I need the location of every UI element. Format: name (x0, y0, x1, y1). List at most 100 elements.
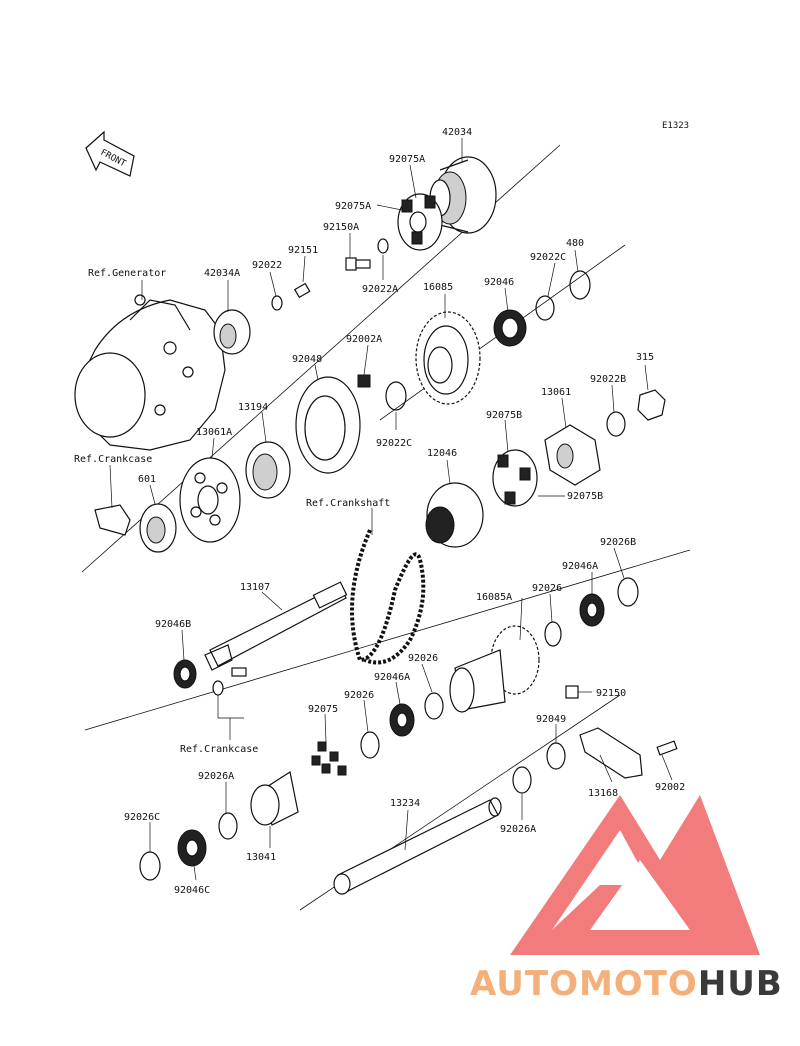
label-92022: 92022 (252, 260, 282, 271)
part-92026-washer-2 (424, 692, 444, 720)
part-13107-shaft (204, 581, 348, 671)
lower-axis-line (84, 549, 691, 731)
label-92026A-2: 92026A (198, 771, 234, 782)
part-92046A-bearing-1 (579, 593, 605, 627)
label-92151: 92151 (288, 245, 318, 256)
label-ref-crankcase: Ref.Crankcase (74, 454, 152, 465)
label-13234: 13234 (390, 798, 420, 809)
part-92046-bearing (493, 309, 527, 347)
label-92075A: 92075A (335, 201, 371, 212)
part-92075B-damper (492, 449, 538, 507)
label-12046: 12046 (427, 448, 457, 459)
label-92046: 92046 (484, 277, 514, 288)
label-92002: 92002 (655, 782, 685, 793)
part-601-bearing (139, 503, 177, 553)
part-92002-bolt (656, 740, 678, 756)
part-labels: 42034 92075A 92075A 92150A 92022A 92022C… (74, 127, 685, 896)
generator-cover (74, 294, 226, 451)
part-92075A-damper (397, 193, 443, 251)
label-92002A: 92002A (346, 334, 382, 345)
part-92026C-washer (139, 851, 161, 881)
part-92026-washer-1 (544, 621, 562, 647)
part-13061-hub (544, 424, 601, 486)
label-92075B-2: 92075B (567, 491, 603, 502)
label-92026-2: 92026 (408, 653, 438, 664)
label-ref-crankcase-2: Ref.Crankcase (180, 744, 258, 755)
part-92075-damper (311, 741, 347, 776)
part-315-nut (637, 389, 666, 421)
front-arrow-icon: FRONT (85, 130, 135, 177)
leader-lines (109, 138, 673, 881)
label-92046A-2: 92046A (374, 672, 410, 683)
part-92022-washer (271, 295, 283, 311)
part-13234-shaft (333, 797, 502, 895)
part-92048-plate (295, 376, 361, 474)
part-13168-lever (579, 727, 643, 779)
part-92151-bolt (293, 282, 311, 299)
label-13194: 13194 (238, 402, 268, 413)
ref-crankcase-bracket (217, 695, 244, 740)
label-92022A: 92022A (362, 284, 398, 295)
part-92049-seal (546, 742, 566, 770)
label-92022C: 92022C (530, 252, 566, 263)
label-92046C: 92046C (174, 885, 210, 896)
part-92026A-washer-2 (512, 766, 532, 794)
part-92150A-bolt (345, 257, 371, 271)
label-13041: 13041 (246, 852, 276, 863)
label-480: 480 (566, 238, 584, 249)
part-13061A-hub (179, 457, 241, 543)
label-92046B: 92046B (155, 619, 191, 630)
label-16085: 16085 (423, 282, 453, 293)
part-480-circlip (569, 270, 591, 300)
label-92026A: 92026A (500, 824, 536, 835)
label-92022B: 92022B (590, 374, 626, 385)
label-92150: 92150 (596, 688, 626, 699)
crankcase-ref-piece (94, 504, 131, 536)
part-42034A-gear (213, 309, 251, 355)
label-92075: 92075 (308, 704, 338, 715)
label-13107: 13107 (240, 582, 270, 593)
label-92049: 92049 (536, 714, 566, 725)
part-92022C-washer-2 (385, 381, 407, 411)
label-92046A: 92046A (562, 561, 598, 572)
part-42034 (429, 156, 497, 234)
part-92150-bolt (565, 685, 579, 699)
part-13041-hub (250, 771, 299, 826)
part-13194-bearing (245, 441, 291, 499)
watermark-text-part2: HUB (698, 964, 783, 1004)
label-92026-3: 92026 (344, 690, 374, 701)
part-92046A-bearing-2 (389, 703, 415, 737)
part-92022A-washer (377, 238, 389, 254)
label-601: 601 (138, 474, 156, 485)
watermark-m-icon (510, 795, 760, 955)
part-92026-washer-3 (360, 731, 380, 759)
crankcase-bolt (231, 667, 247, 677)
label-92075A: 92075A (389, 154, 425, 165)
label-42034A: 42034A (204, 268, 240, 279)
label-92026C: 92026C (124, 812, 160, 823)
watermark-text: AUTOMOTOHUB (470, 964, 783, 1004)
part-12046-sprocket (425, 482, 484, 548)
part-92026B-washer (617, 577, 639, 607)
watermark-text-part1: AUTOMOTO (470, 964, 698, 1004)
diagram-code: E1323 (662, 121, 689, 131)
label-ref-crankshaft: Ref.Crankshaft (306, 498, 390, 509)
label-92022C-2: 92022C (376, 438, 412, 449)
label-92075B: 92075B (486, 410, 522, 421)
label-92048: 92048 (292, 354, 322, 365)
part-92046B-bearing (173, 659, 197, 689)
part-92026A-washer-1 (218, 812, 238, 840)
watermark-logo (510, 795, 760, 955)
crankcase-washer (212, 680, 224, 696)
label-13061A: 13061A (196, 427, 232, 438)
label-92026: 92026 (532, 583, 562, 594)
part-16085-gear (415, 311, 481, 405)
part-92002A-bolt (357, 374, 371, 388)
part-16085A-gear (449, 625, 540, 713)
label-ref-generator: Ref.Generator (88, 268, 166, 279)
part-92022B-washer (606, 411, 626, 437)
label-13061: 13061 (541, 387, 571, 398)
part-92022C-washer (535, 295, 555, 321)
crankshaft-chain (350, 529, 426, 665)
